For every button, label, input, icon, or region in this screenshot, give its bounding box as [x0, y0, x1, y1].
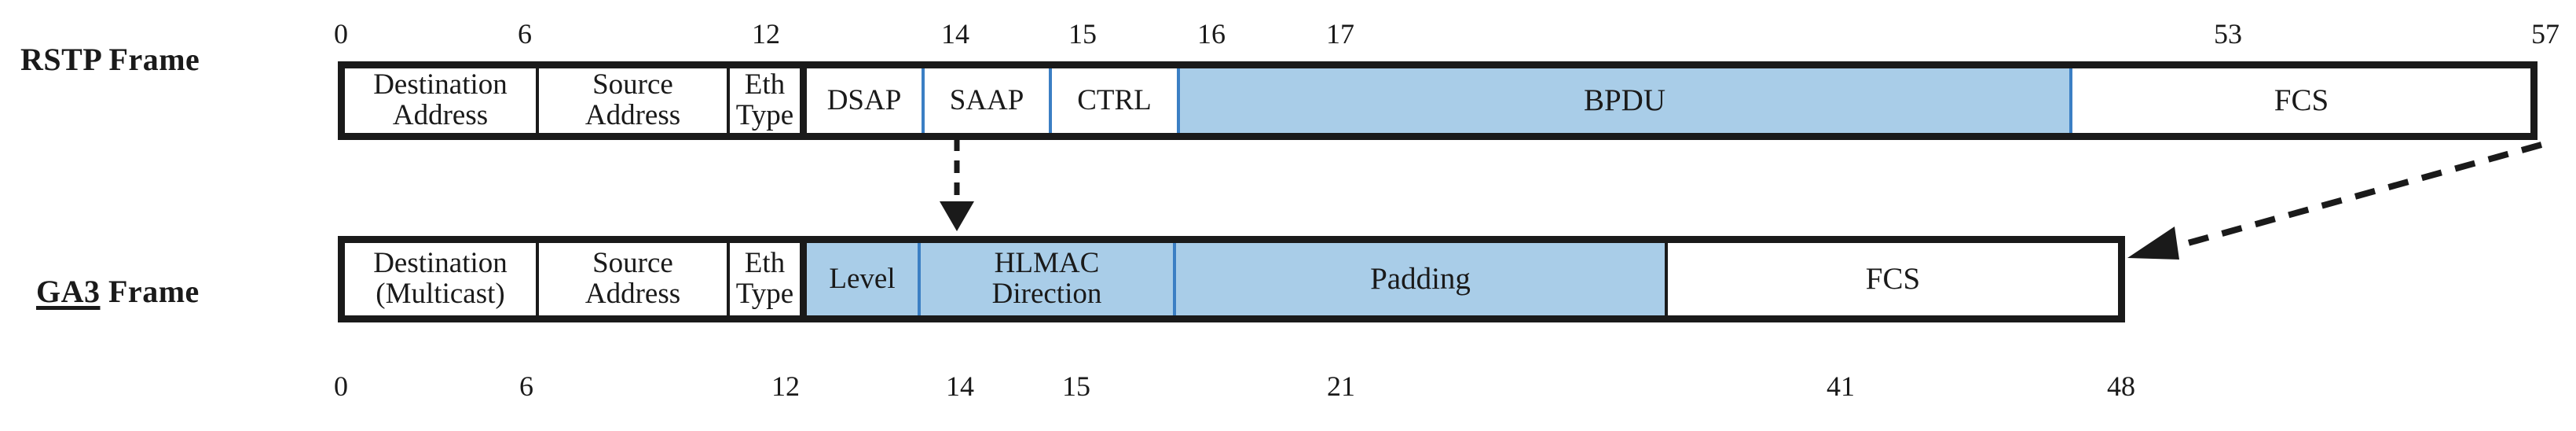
payload-start-connector: [940, 138, 974, 231]
ga3-field-padding: Padding: [1173, 243, 1665, 315]
ga3-tick-41: 41: [1827, 370, 1855, 402]
rstp-field-dsap-label: DSAP: [826, 83, 902, 116]
ga3-field-eth-type: Eth Type: [727, 243, 800, 315]
rstp-field-bpdu: BPDU: [1177, 68, 2069, 133]
ga3-field-level-label: Level: [829, 262, 896, 295]
rstp-field-saap: SAAP: [922, 68, 1049, 133]
ga3-field-source-address: Source Address: [536, 243, 727, 315]
ga3-tick-0: 0: [334, 370, 348, 402]
ga3-field-padding-label: Padding: [1370, 261, 1471, 296]
ga3-frame-label: GA3 Frame: [36, 273, 200, 310]
ga3-tick-21: 21: [1327, 370, 1355, 402]
rstp-field-source-address-line1: Source: [592, 68, 673, 101]
ga3-frame-box: Destination (Multicast) Source Address E…: [338, 236, 2125, 322]
rstp-field-saap-label: SAAP: [949, 83, 1024, 116]
ga3-field-hlmac-direction: HLMAC Direction: [918, 243, 1173, 315]
ga3-field-fcs-label: FCS: [1865, 261, 1921, 296]
ga3-field-hlmac-direction-line1: HLMAC: [994, 247, 1100, 280]
rstp-field-dsap: DSAP: [800, 68, 922, 133]
ga3-field-destination-multicast-line2: (Multicast): [376, 278, 505, 310]
rstp-field-eth-type-line2: Type: [735, 99, 794, 131]
rstp-field-eth-type-line1: Eth: [744, 68, 786, 101]
rstp-field-fcs-label: FCS: [2274, 83, 2329, 117]
ga3-field-destination-multicast: Destination (Multicast): [345, 243, 536, 315]
ga3-tick-14: 14: [946, 370, 974, 402]
ga3-tick-15: 15: [1062, 370, 1090, 402]
rstp-field-ctrl: CTRL: [1049, 68, 1177, 133]
frame-end-connector-arrowhead: [2127, 227, 2179, 260]
ga3-field-eth-type-line2: Type: [735, 278, 794, 310]
rstp-tick-14: 14: [941, 18, 969, 50]
rstp-tick-17: 17: [1326, 18, 1354, 50]
ga3-field-source-address-line2: Address: [584, 278, 681, 310]
frame-end-connector-line: [2167, 142, 2543, 252]
ga3-field-source-address-line1: Source: [592, 247, 673, 280]
rstp-field-fcs: FCS: [2069, 68, 2530, 133]
rstp-frame-label-text: RSTP Frame: [20, 42, 200, 77]
ga3-field-eth-type-line1: Eth: [744, 247, 786, 280]
ga3-tick-12: 12: [771, 370, 800, 402]
frame-end-connector: [2127, 142, 2543, 260]
ga3-tick-48: 48: [2107, 370, 2135, 402]
rstp-field-ctrl-label: CTRL: [1077, 83, 1152, 116]
rstp-field-eth-type: Eth Type: [727, 68, 800, 133]
rstp-field-destination-address-line2: Address: [392, 99, 489, 131]
rstp-tick-53: 53: [2214, 18, 2242, 50]
rstp-tick-6: 6: [518, 18, 532, 50]
ga3-field-hlmac-direction-line2: Direction: [991, 278, 1102, 310]
ga3-tick-6: 6: [519, 370, 533, 402]
rstp-field-source-address-line2: Address: [584, 99, 681, 131]
payload-start-connector-arrowhead: [940, 201, 974, 231]
rstp-tick-57: 57: [2531, 18, 2560, 50]
ga3-field-level: Level: [800, 243, 918, 315]
rstp-frame-label: RSTP Frame: [20, 41, 200, 78]
rstp-field-destination-address-line1: Destination: [373, 68, 508, 101]
ga3-field-fcs: FCS: [1665, 243, 2118, 315]
rstp-tick-12: 12: [752, 18, 780, 50]
rstp-tick-0: 0: [334, 18, 348, 50]
rstp-field-destination-address: Destination Address: [345, 68, 536, 133]
ga3-ruler: 0 6 12 14 15 21 41 48: [0, 370, 2576, 404]
rstp-field-bpdu-label: BPDU: [1583, 83, 1666, 117]
rstp-tick-16: 16: [1197, 18, 1226, 50]
ga3-frame-label-text: Frame: [100, 274, 200, 309]
ga3-field-destination-multicast-line1: Destination: [373, 247, 508, 280]
ga3-frame-label-abbr: GA3: [36, 274, 101, 309]
rstp-frame-box: Destination Address Source Address Eth T…: [338, 61, 2538, 140]
rstp-tick-15: 15: [1068, 18, 1097, 50]
rstp-field-source-address: Source Address: [536, 68, 727, 133]
rstp-ruler: 0 6 12 14 15 16 17 53 57: [0, 17, 2576, 52]
